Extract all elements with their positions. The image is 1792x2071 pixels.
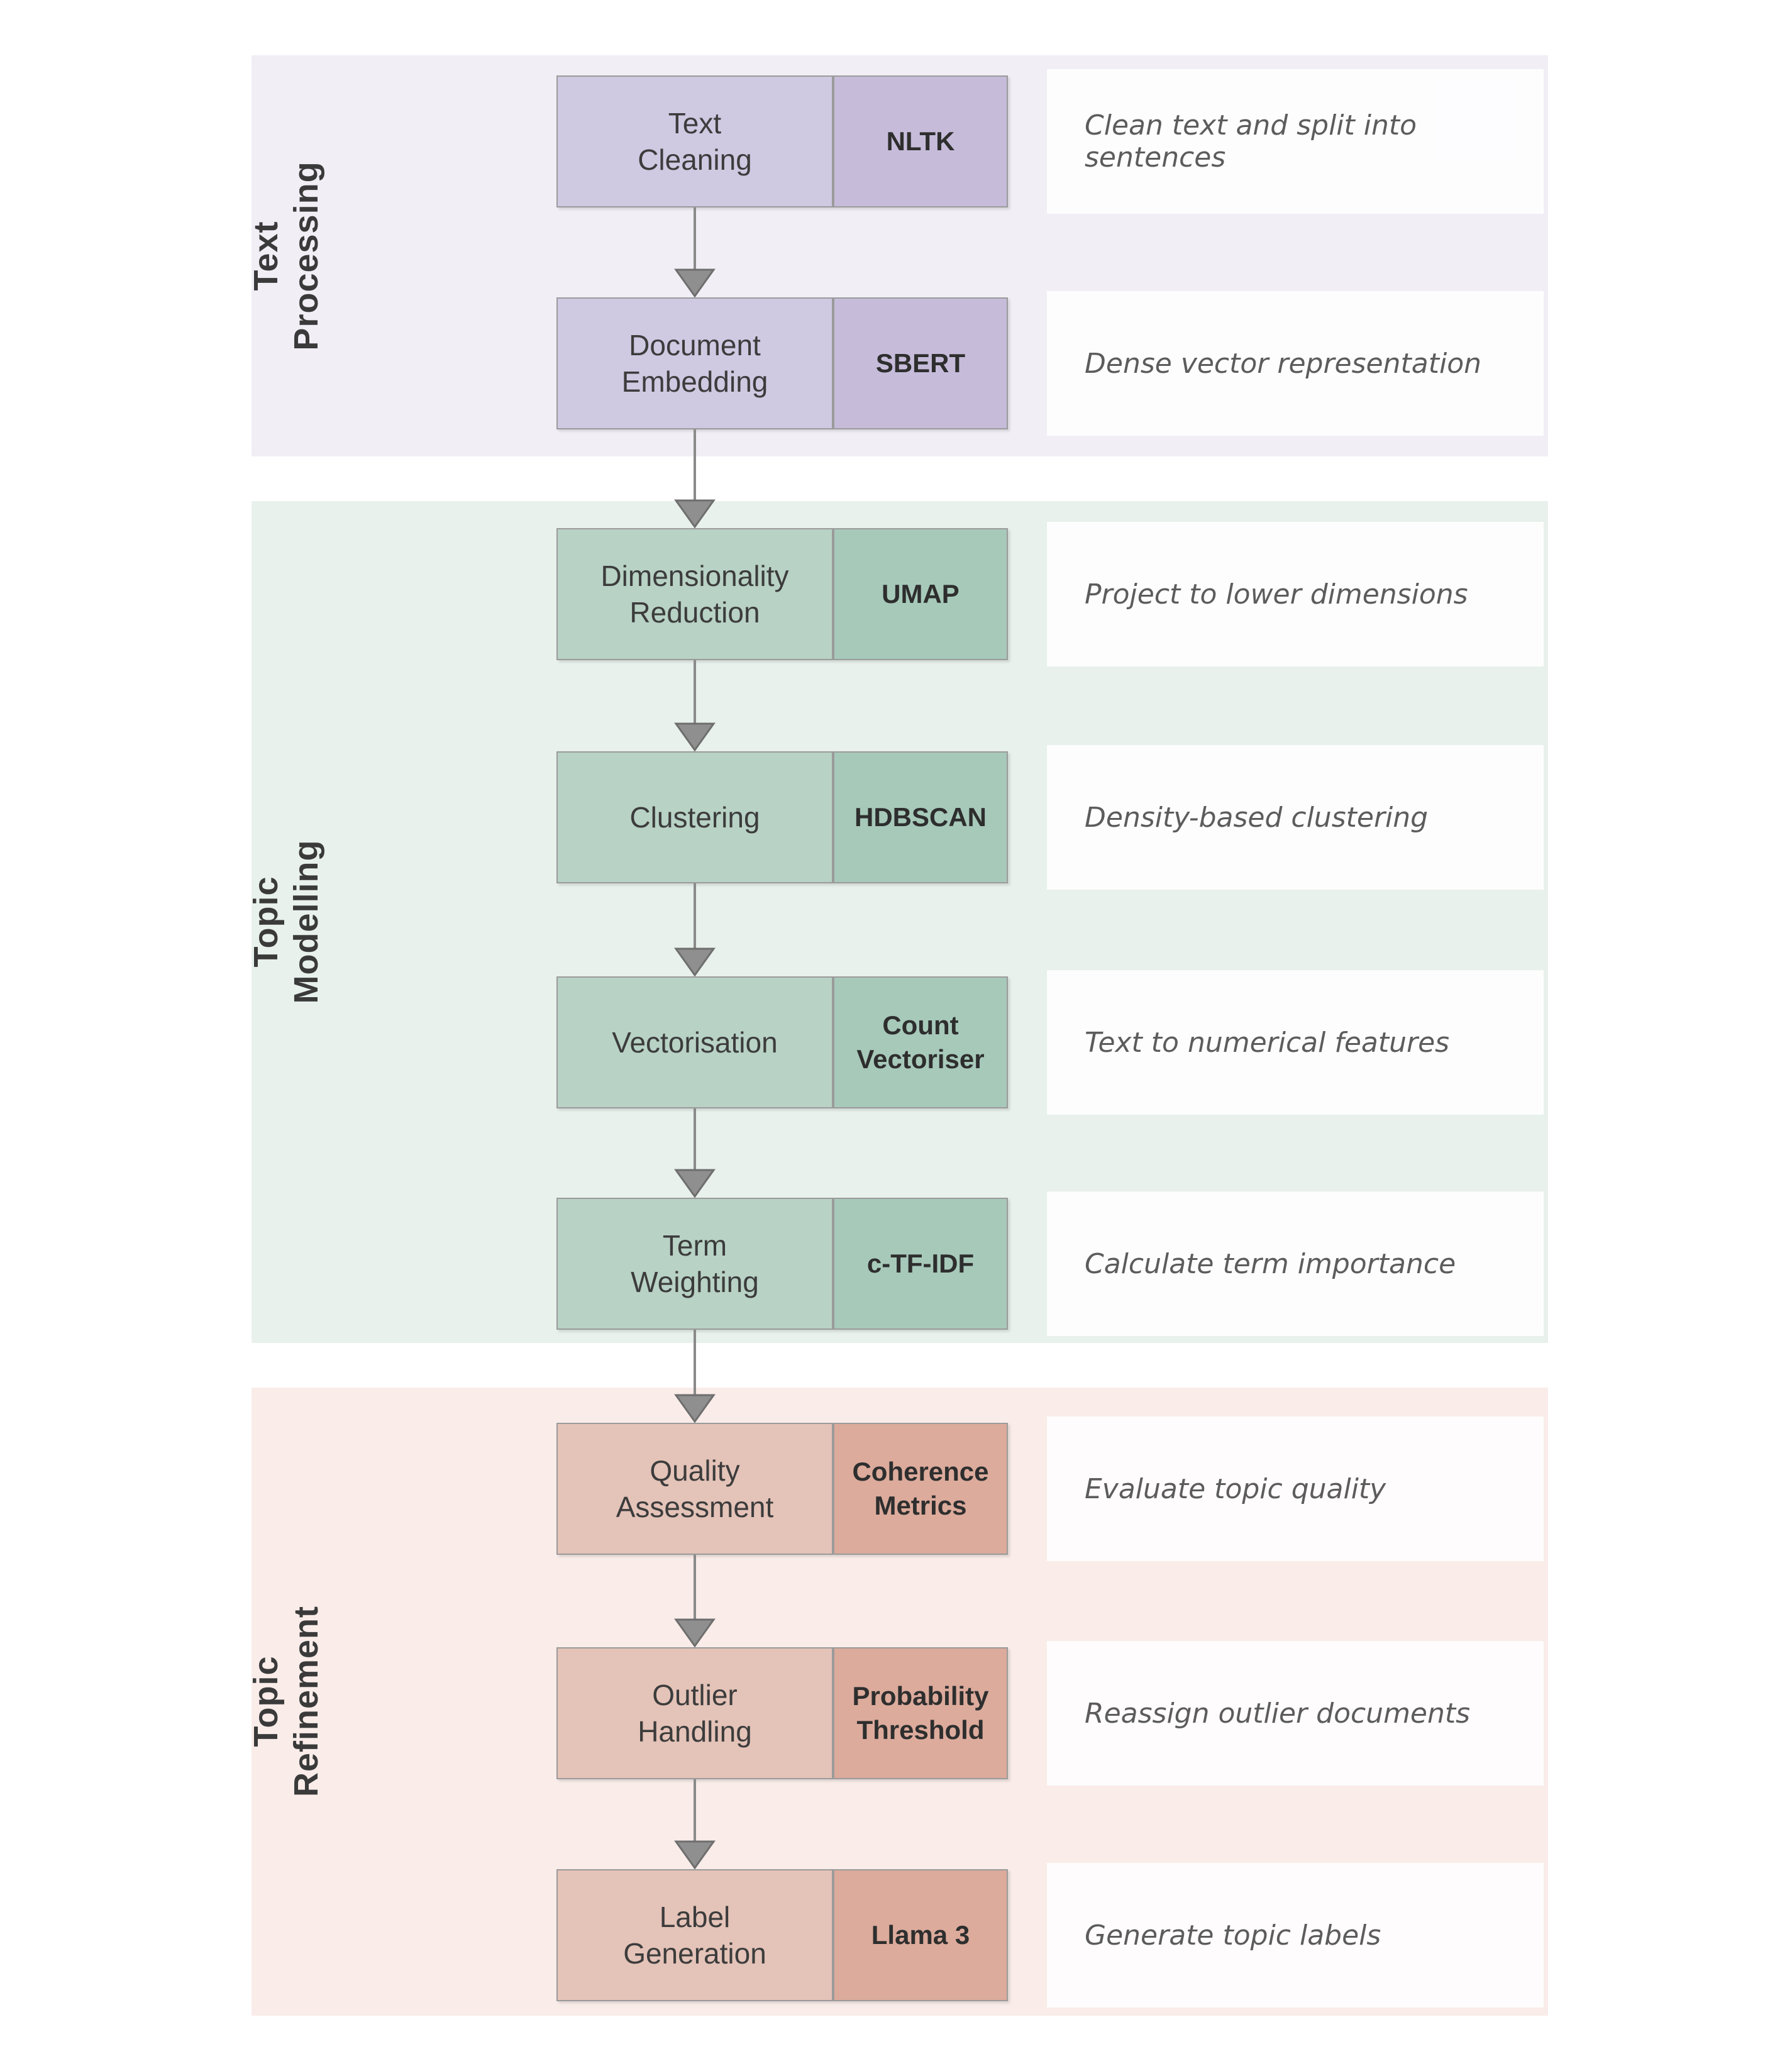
phase-label-topic-modelling: Topic Modelling — [246, 840, 326, 1004]
phase-label-line: Refinement — [287, 1605, 325, 1798]
arrow-line — [694, 429, 696, 502]
step-name-box: Label Generation — [556, 1869, 833, 2001]
flow-arrow — [674, 1779, 716, 1869]
arrow-down-icon — [674, 1618, 716, 1647]
phase-label-line: Text — [247, 221, 285, 291]
step-name-box: Document Embedding — [556, 297, 833, 429]
arrow-down-icon — [674, 1169, 716, 1198]
arrow-line — [694, 207, 696, 271]
flow-arrow — [674, 429, 716, 528]
phase-label-topic-refinement: Topic Refinement — [246, 1606, 326, 1797]
arrow-line — [694, 1779, 696, 1843]
flow-arrow — [674, 660, 716, 751]
phase-label-text-processing: Text Processing — [246, 161, 326, 350]
arrow-down-icon — [674, 268, 716, 297]
step-description-box: Text to numerical features — [1047, 970, 1544, 1115]
tool-badge: Probability Threshold — [833, 1647, 1008, 1779]
arrow-line — [694, 660, 696, 725]
tool-badge: c-TF-IDF — [833, 1198, 1008, 1330]
tool-badge: SBERT — [833, 297, 1008, 429]
tool-badge: UMAP — [833, 528, 1008, 660]
step-description-box: Evaluate topic quality — [1047, 1417, 1544, 1561]
arrow-down-icon — [674, 1840, 716, 1869]
step-description-box: Generate topic labels — [1047, 1863, 1544, 2007]
step-description-box: Project to lower dimensions — [1047, 522, 1544, 666]
step-description-box: Dense vector representation — [1047, 291, 1544, 436]
phase-label-line: Modelling — [287, 839, 325, 1004]
flow-arrow — [674, 883, 716, 976]
step-name-box: Quality Assessment — [556, 1423, 833, 1555]
arrow-down-icon — [674, 499, 716, 528]
flow-arrow — [674, 207, 716, 297]
arrow-line — [694, 1108, 696, 1171]
arrow-line — [694, 1555, 696, 1621]
step-description-box: Clean text and split into sentences — [1047, 69, 1544, 214]
arrow-line — [694, 1330, 696, 1396]
step-name-box: Text Cleaning — [556, 75, 833, 207]
arrow-line — [694, 883, 696, 950]
arrow-down-icon — [674, 947, 716, 976]
arrow-down-icon — [674, 722, 716, 751]
tool-badge: Count Vectoriser — [833, 976, 1008, 1108]
phase-label-line: Topic — [247, 876, 285, 968]
step-name-box: Dimensionality Reduction — [556, 528, 833, 660]
step-description-box: Reassign outlier documents — [1047, 1641, 1544, 1786]
flow-arrow — [674, 1330, 716, 1423]
step-name-box: Vectorisation — [556, 976, 833, 1108]
tool-badge: HDBSCAN — [833, 751, 1008, 883]
phase-label-line: Topic — [247, 1655, 285, 1747]
arrow-down-icon — [674, 1394, 716, 1423]
flow-arrow — [674, 1108, 716, 1198]
step-name-box: Clustering — [556, 751, 833, 883]
tool-badge: Coherence Metrics — [833, 1423, 1008, 1555]
phase-label-line: Processing — [287, 161, 325, 351]
tool-badge: NLTK — [833, 75, 1008, 207]
step-description-box: Density-based clustering — [1047, 745, 1544, 890]
step-name-box: Term Weighting — [556, 1198, 833, 1330]
flow-arrow — [674, 1555, 716, 1647]
tool-badge: Llama 3 — [833, 1869, 1008, 2001]
step-name-box: Outlier Handling — [556, 1647, 833, 1779]
step-description-box: Calculate term importance — [1047, 1191, 1544, 1336]
